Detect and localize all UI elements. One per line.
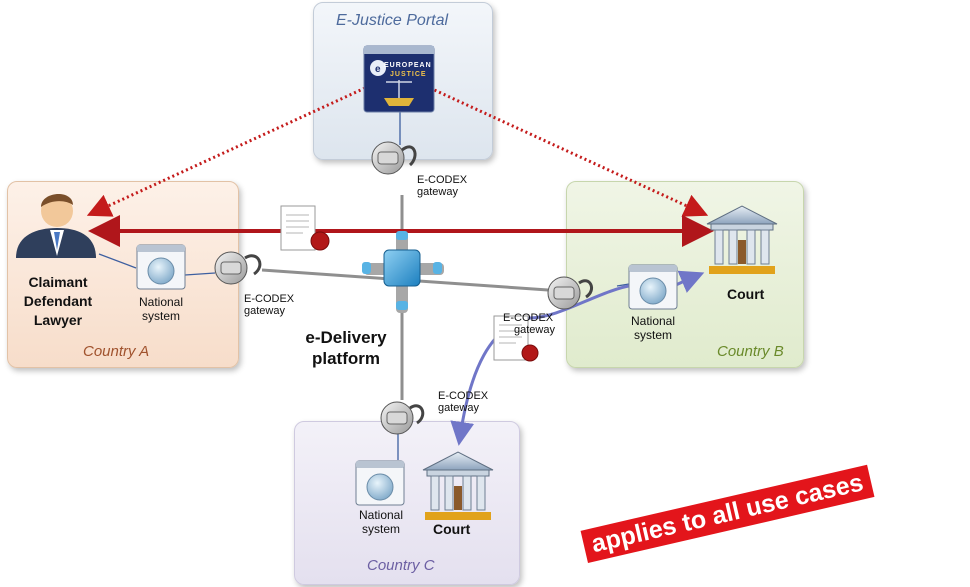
gateway-plug-icon-portal [371,141,417,175]
court-c-label: Court [433,521,471,537]
e-delivery-hub-icon [362,231,444,313]
national-system-icon-c [355,460,405,506]
portal-logo-text-2: JUSTICE [390,71,427,78]
claimant-defendant-lawyer-label: Claimant Defendant Lawyer [23,274,93,328]
country-a-label: Country A [83,343,150,360]
national-system-icon-b [628,264,678,310]
lawyer-person-icon [16,193,96,258]
national-system-label-b: National system [630,314,676,342]
stamp-wrapper: applies to all use cases [580,464,968,584]
court-b-to-court-c-arrow [450,283,635,446]
court-icon-b [706,205,778,274]
country-b-label: Country B [717,343,784,360]
portal-to-claimant-dotted-arrow [86,86,366,217]
e-justice-portal-window-icon: e [363,45,435,113]
gateway-plug-icon-b [547,276,594,310]
court-icon-c [422,451,494,520]
national-system-label-c: National system [358,508,404,536]
portal-to-court-b-dotted-arrow [429,86,709,217]
document-icon [493,315,539,362]
national-system-icon-a [136,244,186,290]
portal-title: E-Justice Portal [336,12,449,29]
document-icon [280,205,330,251]
country-c-label: Country C [367,557,435,574]
gateway-plug-icon-c [380,401,425,435]
gateway-plug-icon-a [214,251,262,285]
e-delivery-platform-label: e-Delivery platform [305,328,387,368]
court-b-label: Court [727,286,765,302]
portal-logo-text-1: EUROPEAN [384,62,432,69]
svg-text:e: e [375,64,381,75]
national-system-label-a: National system [138,295,184,323]
